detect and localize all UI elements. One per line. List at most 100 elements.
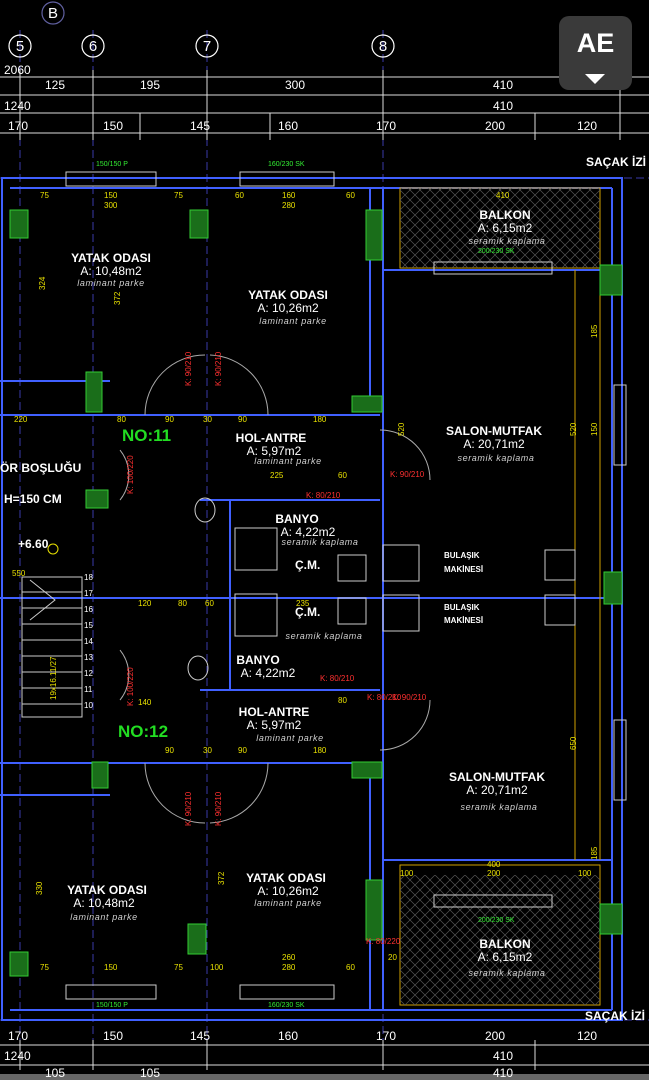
plan-label: 150: [104, 963, 118, 972]
plan-label: BANYO: [236, 653, 279, 667]
plan-label: 80: [178, 599, 187, 608]
plan-label: 170: [8, 1029, 28, 1043]
plan-label: 90: [238, 746, 247, 755]
stairs: [21, 576, 83, 718]
level-marker-icon: [47, 543, 59, 555]
plan-label: YATAK ODASI: [248, 288, 328, 302]
plan-label: 160: [278, 1029, 298, 1043]
plan-label: 90: [165, 746, 174, 755]
plan-label: seramik kaplama: [281, 537, 358, 547]
plan-label: 75: [40, 963, 49, 972]
plan-label: 180: [313, 415, 327, 424]
plan-label: seramik kaplama: [460, 802, 537, 812]
plan-label: 160/230 SK: [268, 1002, 305, 1009]
height-label: H=150 CM: [4, 492, 62, 506]
plan-label: seramik kaplama: [457, 453, 534, 463]
plan-label: BANYO: [275, 512, 318, 526]
plan-label: 60: [346, 963, 355, 972]
eave-label-top: SAÇAK İZİ: [586, 154, 646, 169]
grid-bubbles: 5 6 7 8 B: [8, 1, 395, 58]
plan-label: 185: [590, 324, 599, 338]
plan-label: HOL-ANTRE: [239, 705, 310, 719]
plan-label: 160: [282, 191, 296, 200]
plan-label: 30: [203, 415, 212, 424]
plan-label: 120: [577, 1029, 597, 1043]
plan-label: laminant parke: [77, 278, 144, 288]
plan-label: 100: [578, 869, 592, 878]
level-label: +6.60: [18, 537, 49, 551]
plan-label: laminant parke: [256, 733, 323, 743]
grid-bubble-8: 8: [379, 38, 387, 55]
plan-label: 150: [104, 191, 118, 200]
plan-label: 10: [84, 701, 93, 710]
plan-label: seramik kaplama: [468, 968, 545, 978]
plan-label: seramik kaplama: [285, 631, 362, 641]
plan-label: 280: [282, 963, 296, 972]
plan-label: 160: [278, 119, 298, 133]
plan-label: 80: [117, 415, 126, 424]
plan-label: 120: [138, 599, 152, 608]
plan-label: 90: [165, 415, 174, 424]
plan-label: 150: [590, 422, 599, 436]
plan-label: 300: [285, 78, 305, 92]
plan-label: 520: [397, 422, 406, 436]
plan-label: 170: [376, 119, 396, 133]
plan-label: 15: [84, 621, 93, 630]
plan-label: laminant parke: [70, 912, 137, 922]
plan-label: 12: [84, 669, 93, 678]
annotation-toggle-button[interactable]: AE: [559, 16, 632, 90]
plan-label: A: 4,22m2: [241, 666, 296, 680]
plan-label: K: 80/210: [367, 693, 402, 702]
plan-label: K: 90/210: [214, 791, 223, 826]
grid-bubble-6: 6: [89, 38, 97, 55]
plan-label: 60: [205, 599, 214, 608]
plan-label: 140: [138, 698, 152, 707]
plan-label: 145: [190, 1029, 210, 1043]
plan-label: 30: [203, 746, 212, 755]
grid-bubble-7: 7: [203, 38, 211, 55]
grid-bubble-b: B: [48, 5, 58, 22]
plan-label: BALKON: [479, 208, 530, 222]
plan-label: 20: [388, 953, 397, 962]
plan-label: SALON-MUTFAK: [446, 424, 542, 438]
plan-label: K: 90/210: [390, 470, 425, 479]
stair-numbers: 18 17 16 15 14 13 12 11 10 19x16.11/27: [49, 573, 93, 710]
plan-label: 410: [493, 78, 513, 92]
plan-label: 1240: [4, 99, 31, 113]
plan-label: 280: [282, 201, 296, 210]
interior-dimensions: 75 150 75 60 160 60 300 280 410 220 80 9…: [12, 191, 599, 972]
plan-label: 60: [235, 191, 244, 200]
plan-label: 235: [296, 599, 310, 608]
dimension-lines-bottom: [0, 1040, 649, 1070]
plan-label: K: 90/210: [184, 791, 193, 826]
plan-label: BULAŞIK: [444, 603, 480, 612]
plan-label: A: 6,15m2: [478, 950, 533, 964]
plan-label: MAKİNESİ: [444, 565, 483, 574]
plan-label: laminant parke: [259, 316, 326, 326]
plan-label: BALKON: [479, 937, 530, 951]
plan-label: 90: [238, 415, 247, 424]
plan-label: K: 80/210: [306, 491, 341, 500]
plan-label: 225: [270, 471, 284, 480]
plan-label: 372: [217, 871, 226, 885]
top-dimensions: 2060 125 195 300 410 1240 410 170 150 14…: [4, 63, 597, 133]
plan-label: 105: [45, 1066, 65, 1080]
plan-label: 220: [14, 415, 28, 424]
plan-label: 170: [376, 1029, 396, 1043]
plan-label: 100: [210, 963, 224, 972]
plan-label: 60: [346, 191, 355, 200]
plan-label: YATAK ODASI: [71, 251, 151, 265]
plan-label: BULAŞIK: [444, 551, 480, 560]
plan-label: A: 20,71m2: [463, 437, 525, 451]
plan-label: 120: [577, 119, 597, 133]
plan-label: K: 100/220: [126, 455, 135, 494]
plan-label: K: 90/210: [392, 693, 427, 702]
plan-label: 200/230 SK: [478, 917, 515, 924]
shaft-label: ÖR BOŞLUĞU: [0, 460, 81, 475]
plan-label: K: 90/210: [214, 351, 223, 386]
plan-label: laminant parke: [254, 456, 321, 466]
plan-label: 200: [485, 119, 505, 133]
plan-label: A: 5,97m2: [247, 718, 302, 732]
plan-label: 550: [12, 569, 26, 578]
